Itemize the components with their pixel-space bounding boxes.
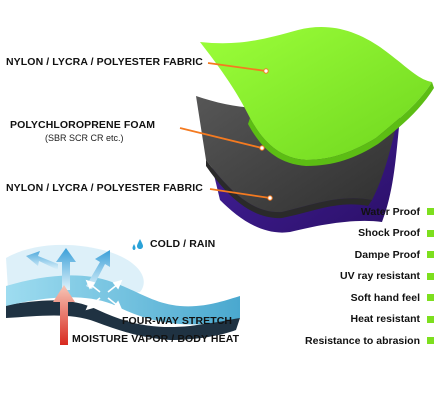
feature-label: Soft hand feel bbox=[350, 291, 420, 304]
foam-sublabel: (SBR SCR CR etc.) bbox=[45, 133, 124, 143]
bottom-leader-dot bbox=[267, 195, 273, 201]
top-leader-dot bbox=[263, 68, 269, 74]
heat-arrow bbox=[53, 285, 75, 345]
feature-item: Resistance to abrasion bbox=[259, 330, 434, 352]
feature-item: Soft hand feel bbox=[259, 287, 434, 309]
foam-label: POLYCHLOROPRENE FOAM bbox=[10, 119, 156, 131]
feature-bullet bbox=[427, 208, 434, 216]
feature-bullet bbox=[427, 337, 434, 345]
moisture-vapor-label: MOISTURE VAPOR / BODY HEAT bbox=[72, 333, 240, 345]
feature-item: Shock Proof bbox=[259, 223, 434, 245]
feature-item: Dampe Proof bbox=[259, 244, 434, 266]
cold-arrow-left bbox=[26, 251, 58, 270]
feature-label: Water Proof bbox=[360, 205, 420, 218]
stretch-arrows bbox=[85, 279, 123, 311]
raindrop-icon bbox=[132, 239, 143, 250]
bottom-leader-line bbox=[209, 188, 271, 199]
feature-list: Water Proof Shock Proof Dampe Proof UV r… bbox=[259, 201, 434, 352]
feature-item: Water Proof bbox=[259, 201, 434, 223]
bottom-fabric-label: NYLON / LYCRA / POLYESTER FABRIC bbox=[6, 182, 203, 194]
middle-leader-line bbox=[179, 127, 263, 149]
top-fabric-layer bbox=[200, 27, 432, 160]
foam-edge bbox=[206, 160, 372, 219]
top-leader-line bbox=[207, 62, 267, 72]
inset-illustration bbox=[6, 239, 240, 345]
feature-item: Heat resistant bbox=[259, 309, 434, 331]
feature-bullet bbox=[427, 251, 434, 259]
feature-label: Resistance to abrasion bbox=[305, 334, 420, 347]
four-way-stretch-label: FOUR-WAY STRETCH bbox=[122, 315, 233, 327]
feature-label: Shock Proof bbox=[358, 227, 420, 240]
cold-arrow-up bbox=[56, 248, 76, 290]
feature-bullet bbox=[427, 229, 434, 237]
feature-label: Heat resistant bbox=[350, 313, 420, 326]
middle-leader-dot bbox=[259, 145, 265, 151]
cold-rain-label: COLD / RAIN bbox=[150, 238, 216, 250]
feature-bullet bbox=[427, 315, 434, 323]
feature-item: UV ray resistant bbox=[259, 266, 434, 288]
feature-bullet bbox=[427, 272, 434, 280]
feature-label: Dampe Proof bbox=[354, 248, 420, 261]
feature-bullet bbox=[427, 294, 434, 302]
cold-arrow-diag bbox=[86, 250, 110, 289]
top-fabric-label: NYLON / LYCRA / POLYESTER FABRIC bbox=[6, 56, 203, 68]
feature-label: UV ray resistant bbox=[340, 270, 420, 283]
top-fabric-edge bbox=[248, 82, 434, 166]
